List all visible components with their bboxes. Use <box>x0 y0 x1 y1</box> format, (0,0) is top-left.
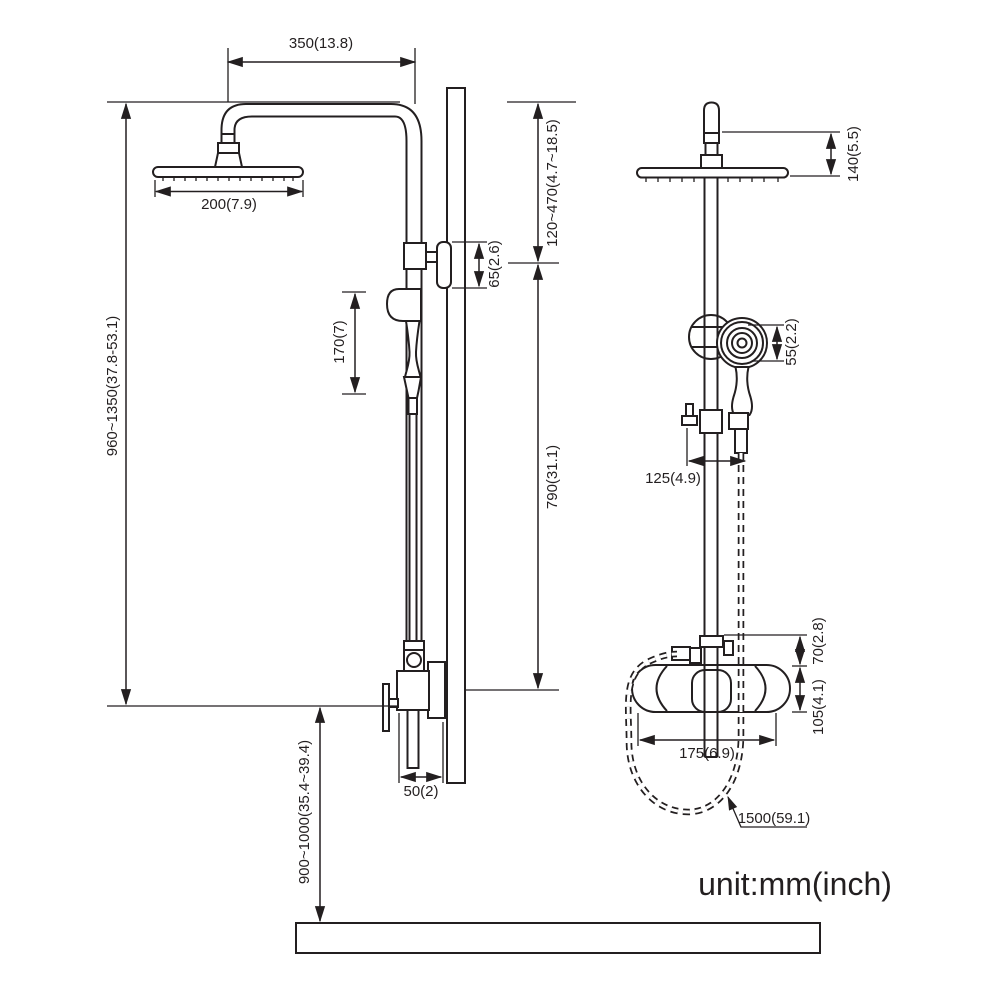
wall-bracket <box>436 241 452 289</box>
dim-valve-gap-label: 70(2.8) <box>810 617 827 665</box>
dim-hose-length: 1500(59.1) <box>727 795 811 828</box>
top-step <box>703 132 720 144</box>
unit-note: unit:mm(inch) <box>698 866 892 902</box>
dim-bracket-to-valve-label: 790(31.1) <box>544 445 561 509</box>
dim-head-width: 200(7.9) <box>154 180 304 213</box>
dim-handheld-dia: 55(2.2) <box>748 318 800 366</box>
valve-body-side <box>396 670 430 711</box>
dim-bracket-label: 65(2.6) <box>486 240 503 288</box>
side-view-drawing <box>152 103 452 769</box>
valve-drop-hose <box>406 709 420 769</box>
dim-overall-height-label: 960~1350(37.8-53.1) <box>104 316 121 457</box>
hand-shower-face-center <box>736 337 748 349</box>
head-base <box>700 154 723 169</box>
shower-arm <box>246 103 423 142</box>
shower-arm-elbow <box>220 103 247 143</box>
dim-head-top-label: 140(5.5) <box>845 126 862 182</box>
dim-head-top: 140(5.5) <box>722 126 862 182</box>
shower-arm <box>252 115 408 142</box>
wall-section <box>446 87 466 784</box>
hose-ferrule <box>407 397 418 415</box>
valve-side-knob <box>723 640 734 656</box>
hose-connector <box>728 412 749 430</box>
dim-arm-reach: 350(13.8) <box>226 35 417 104</box>
valve-escutcheon <box>427 661 446 719</box>
dim-bracket-to-valve: 790(31.1) <box>466 263 561 691</box>
valve-center-boss <box>691 669 732 713</box>
dim-valve-body-height: 105(4.1) <box>794 666 827 735</box>
rain-shower-head-side <box>152 166 304 178</box>
top-cap <box>703 101 720 134</box>
head-cone <box>213 152 244 168</box>
dim-head-height-range-label: 120~470(4.7~18.5) <box>544 119 561 247</box>
shower-head-nozzles-front <box>645 178 779 182</box>
dim-valve-width: 175(6.9) <box>637 713 777 762</box>
dim-valve-height-label: 900~1000(35.4~39.4) <box>296 740 313 884</box>
top-neck <box>704 142 719 156</box>
pipe-collar <box>403 242 427 270</box>
valve-handle-stem <box>388 698 399 708</box>
hand-shower-face-ring <box>731 332 753 354</box>
hand-shower-holder <box>385 288 422 322</box>
dim-handheld-label: 170(7) <box>331 320 348 363</box>
dim-head-height-range: 120~470(4.7~18.5) <box>507 101 576 264</box>
valve-ball-joint <box>406 652 422 668</box>
shower-hose-core <box>626 453 743 814</box>
dim-handheld-offset: 125(4.9) <box>645 428 747 487</box>
shower-arm-elbow <box>233 115 253 134</box>
valve-end-cap-left <box>655 665 668 712</box>
hand-shower-face-ring <box>720 321 764 365</box>
dim-valve-height: 900~1000(35.4~39.4) <box>296 706 326 923</box>
dim-handheld-dia-label: 55(2.2) <box>783 318 800 366</box>
floor-section <box>295 922 821 954</box>
dim-wall-offset-label: 50(2) <box>403 783 438 800</box>
valve-end-cap-right <box>754 665 767 712</box>
dim-valve-width-label: 175(6.9) <box>679 745 735 762</box>
hand-shower-face-ring <box>726 327 758 359</box>
dim-valve-body-height-label: 105(4.1) <box>810 679 827 735</box>
head-nut <box>217 142 240 154</box>
dim-wall-offset: 50(2) <box>398 713 444 800</box>
dim-handheld: 170(7) <box>331 291 366 395</box>
front-view-drawing <box>624 101 791 816</box>
dim-hose-length-label: 1500(59.1) <box>738 810 811 827</box>
arm-swivel <box>220 133 236 144</box>
valve-top-nut <box>403 640 425 651</box>
dim-overall-height: 960~1350(37.8-53.1) <box>104 101 400 707</box>
slider-clamp <box>699 409 723 434</box>
dim-bracket: 65(2.6) <box>452 240 503 289</box>
rain-shower-head-front <box>636 167 789 179</box>
dim-valve-gap: 70(2.8) <box>724 617 827 713</box>
dim-handheld-offset-label: 125(4.9) <box>645 470 701 487</box>
slider-knob <box>685 403 694 417</box>
shower-head-nozzles <box>162 177 294 181</box>
hand-shower-handle-front <box>731 366 753 416</box>
dim-head-width-label: 200(7.9) <box>201 196 257 213</box>
hose-inlet-nut <box>689 647 702 664</box>
valve-collar <box>699 635 724 648</box>
slider-knob-plate <box>681 415 698 426</box>
dim-arm-reach-label: 350(13.8) <box>289 35 353 52</box>
